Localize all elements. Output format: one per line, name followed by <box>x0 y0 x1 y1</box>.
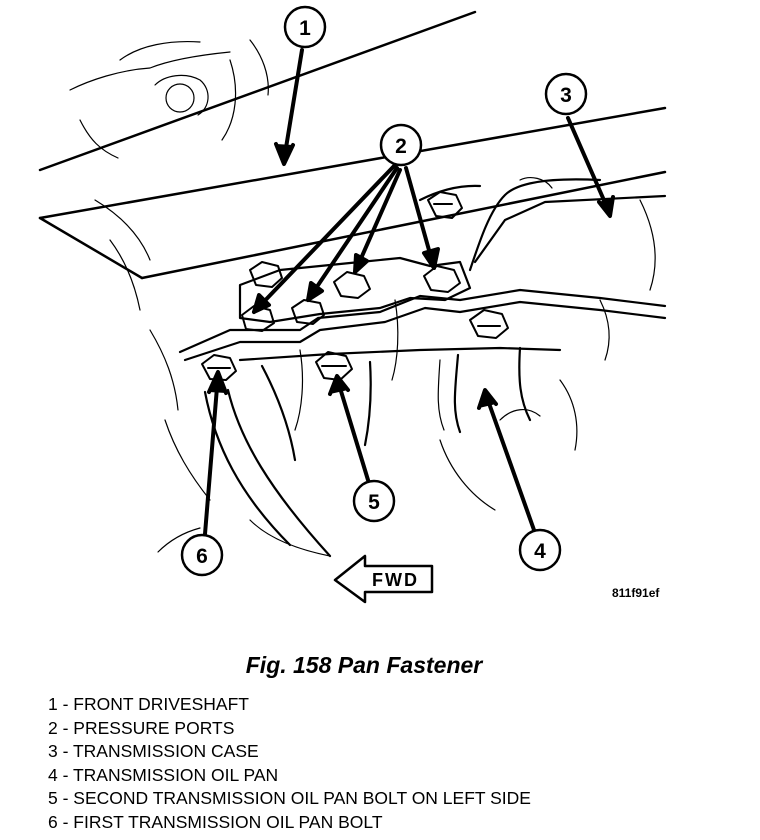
bolt-second-pan <box>315 351 353 381</box>
callout-number-2: 2 <box>395 135 407 158</box>
leader-4 <box>477 388 536 532</box>
pressure-port-bolts <box>241 265 461 332</box>
leader-6 <box>203 370 228 536</box>
callout-numbers: 1 2 3 4 5 6 <box>196 17 572 568</box>
leader-1 <box>274 48 304 166</box>
figure-code: 811f91ef <box>612 586 660 600</box>
legend-item-4: 4 - TRANSMISSION OIL PAN <box>48 764 279 785</box>
callout-number-6: 6 <box>196 545 208 568</box>
legend-item-5: 5 - SECOND TRANSMISSION OIL PAN BOLT ON … <box>48 788 531 808</box>
callout-circles <box>180 5 588 577</box>
leader-5 <box>328 374 370 482</box>
legend-item-6: 6 - FIRST TRANSMISSION OIL PAN BOLT <box>48 811 383 832</box>
callout-circle-3 <box>544 72 588 116</box>
callout-number-4: 4 <box>534 540 546 563</box>
legend-item-3: 3 - TRANSMISSION CASE <box>48 741 259 761</box>
leader-3 <box>566 116 615 218</box>
callout-circle-1 <box>283 5 327 49</box>
figure-caption: Fig. 158 Pan Fastener <box>245 652 483 678</box>
legend-item-2: 2 - PRESSURE PORTS <box>48 717 235 738</box>
bolt-left-upper <box>249 261 283 288</box>
pan-bolts <box>201 191 509 381</box>
fwd-label: FWD <box>372 570 419 590</box>
bolt-upper-case <box>427 191 463 219</box>
pan-fastener-illustration: 1 2 3 4 5 6 FWD 811f91ef <box>38 5 667 604</box>
transmission-oil-pan <box>178 256 667 558</box>
callout-circle-6 <box>180 533 224 577</box>
callout-leaders <box>203 48 615 536</box>
bolt-first-pan <box>201 354 237 381</box>
callout-number-3: 3 <box>560 84 572 107</box>
callout-number-5: 5 <box>368 491 380 514</box>
callout-number-1: 1 <box>299 17 311 40</box>
transmission-case <box>418 178 667 272</box>
front-driveshaft <box>38 10 667 280</box>
engine-background-sketch <box>69 39 656 557</box>
bolt-right-flange <box>469 309 509 339</box>
callout-circle-4 <box>518 528 562 572</box>
callout-circle-5 <box>352 479 396 523</box>
leader-2 <box>252 163 440 314</box>
callout-circle-2 <box>379 123 423 167</box>
legend-item-1: 1 - FRONT DRIVESHAFT <box>48 694 249 714</box>
fwd-arrow <box>333 554 434 604</box>
callout-legend: 1 - FRONT DRIVESHAFT 2 - PRESSURE PORTS … <box>48 693 531 834</box>
